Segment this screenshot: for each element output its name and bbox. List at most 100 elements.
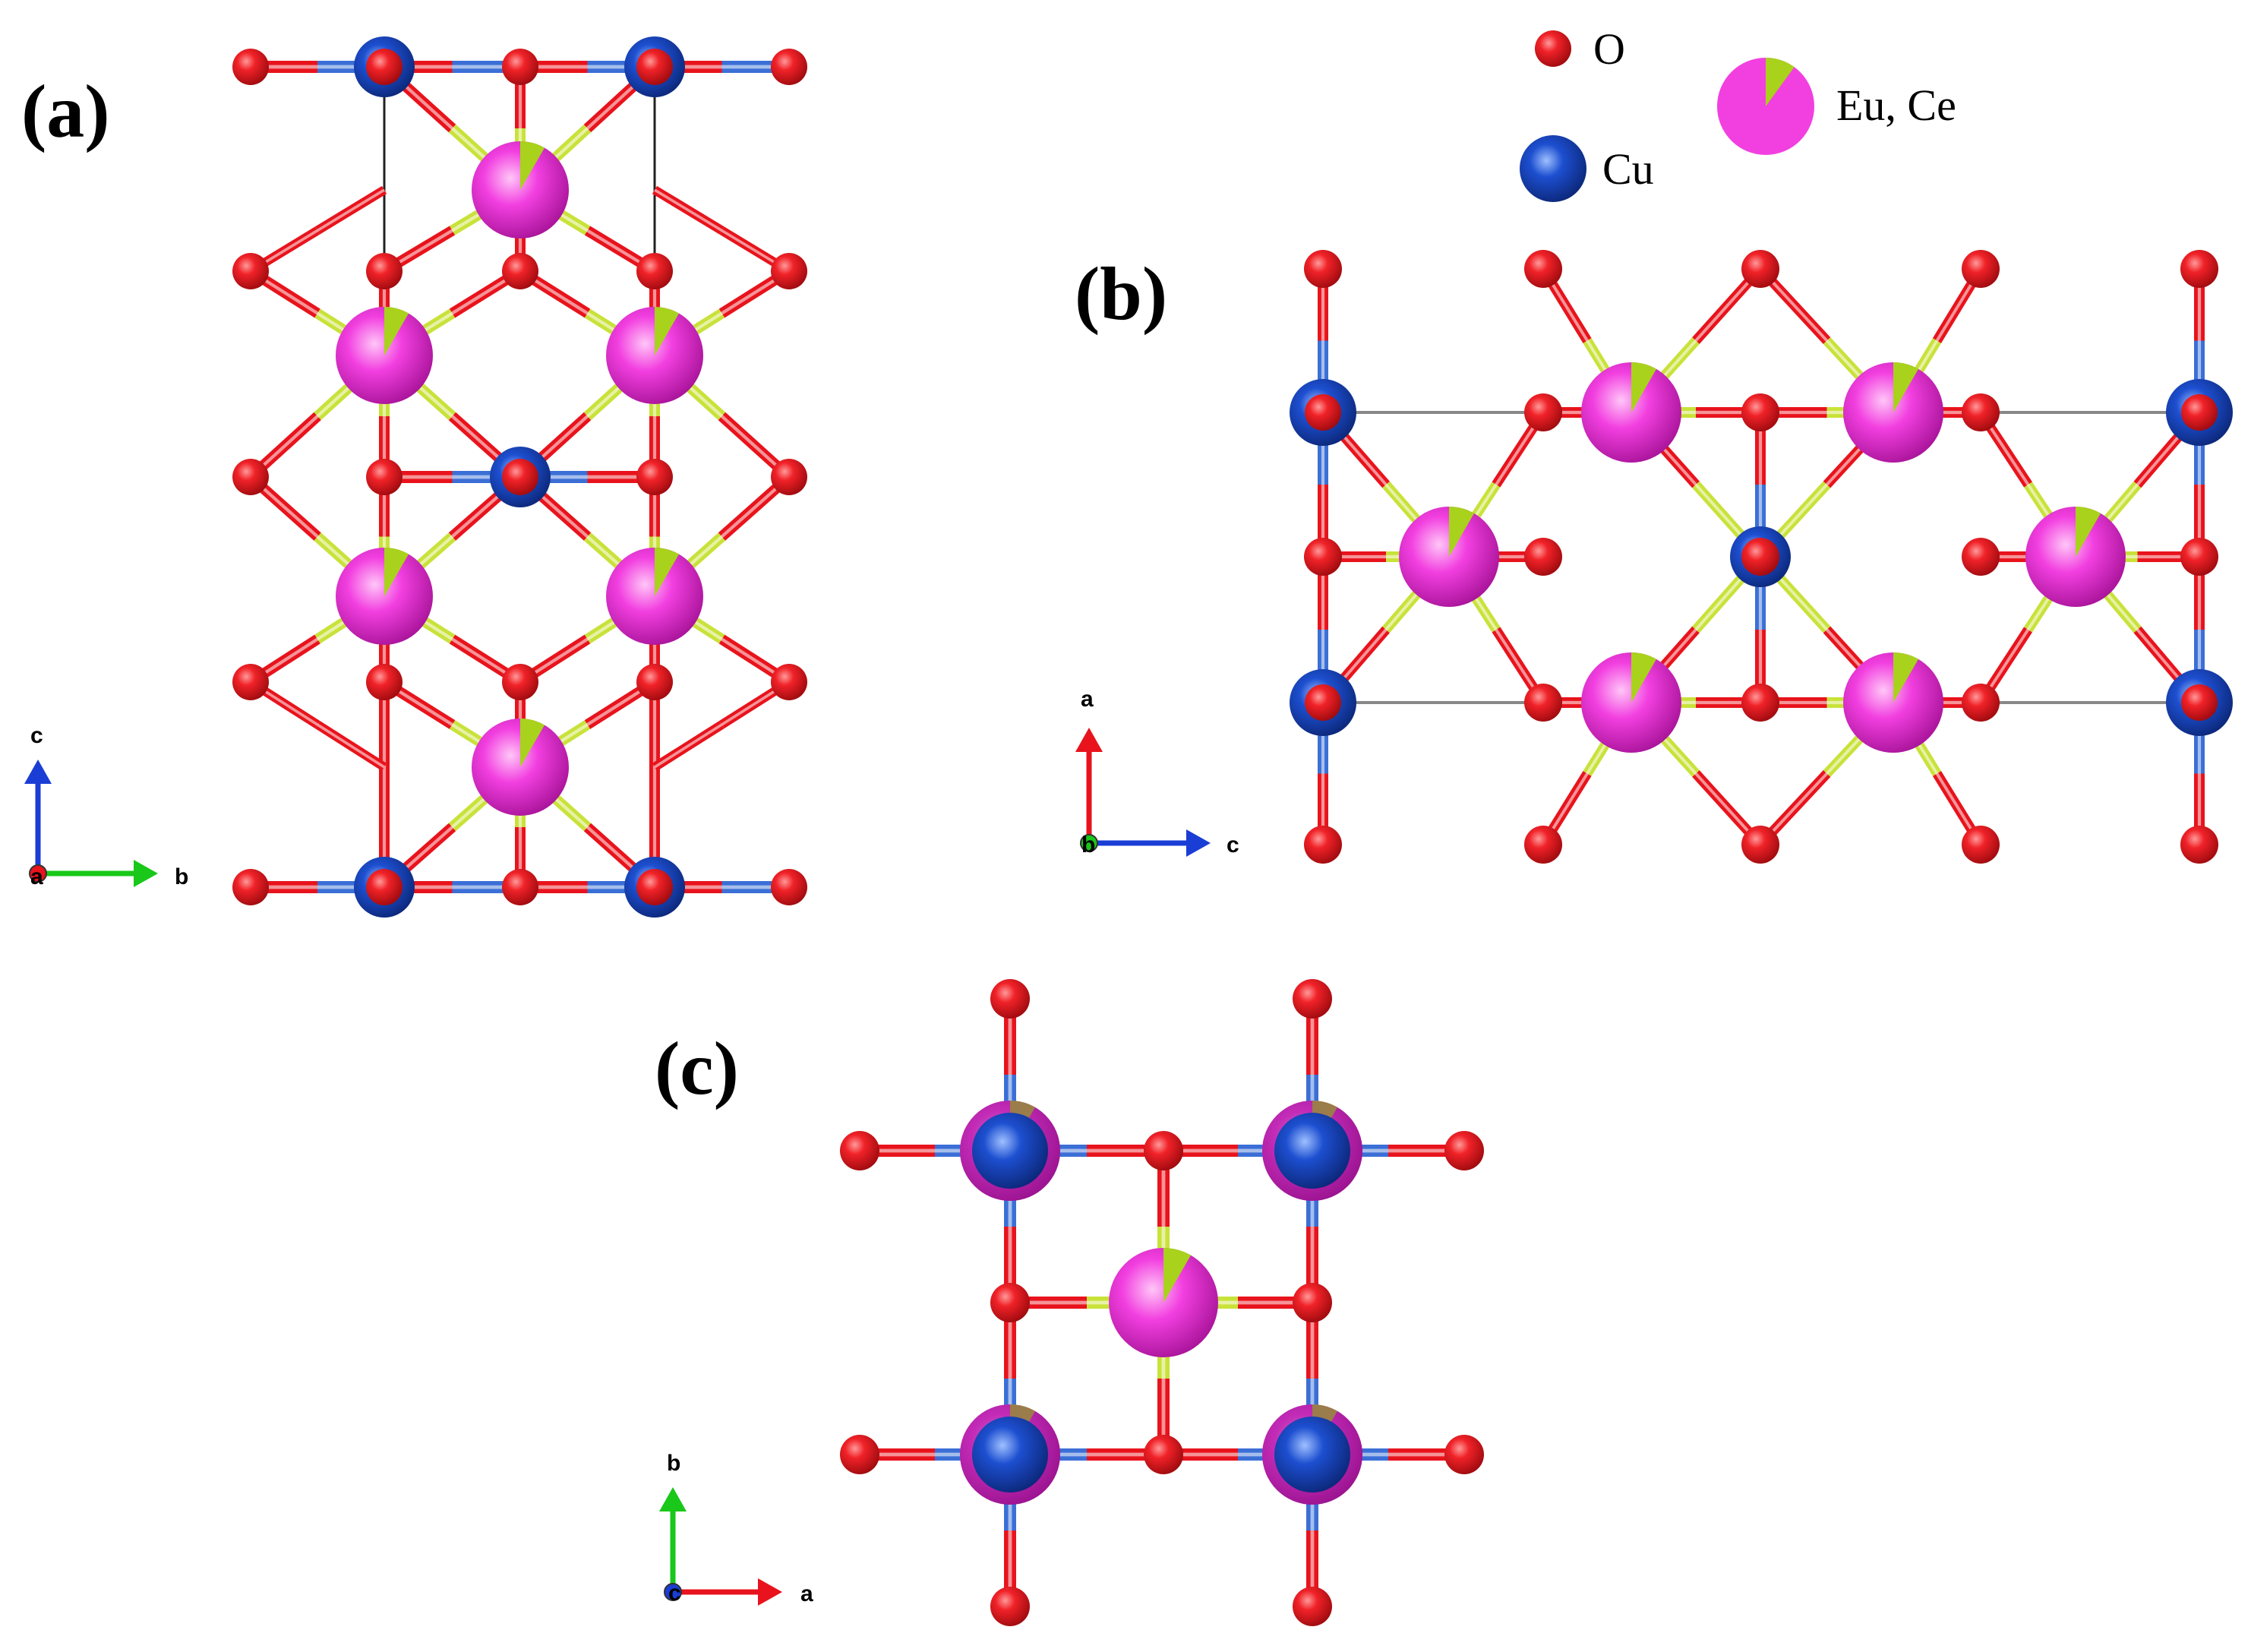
oxygen-atom-icon xyxy=(840,1131,879,1170)
oxygen-atom-icon xyxy=(771,459,807,495)
oxygen-atom-icon xyxy=(2181,394,2218,431)
axis-arrowhead xyxy=(1186,829,1211,857)
copper-atom-icon xyxy=(1274,1113,1350,1189)
legend-copper-icon xyxy=(1520,135,1586,202)
axis-arrow xyxy=(673,1578,782,1606)
legend-copper-label: Cu xyxy=(1602,144,1654,194)
rare-earth-atom-icon xyxy=(472,141,569,238)
oxygen-atom-icon xyxy=(636,459,673,495)
axis-a-origin-label: a xyxy=(30,864,43,889)
rare-earth-minor-wedge xyxy=(655,548,679,596)
rare-earth-minor-wedge xyxy=(384,307,409,355)
oxygen-atom-icon xyxy=(232,664,269,700)
oxygen-atom-icon xyxy=(232,869,269,905)
rare-earth-minor-wedge xyxy=(655,307,679,355)
rare-earth-atom-icon xyxy=(1109,1248,1218,1357)
rare-earth-atom-icon xyxy=(336,548,433,645)
oxygen-atom-icon xyxy=(502,49,538,85)
oxygen-atom-icon xyxy=(502,253,538,289)
rare-earth-minor-wedge xyxy=(1631,362,1656,412)
legend-rare-earth-label: Eu, Ce xyxy=(1836,81,1956,130)
oxygen-atom-icon xyxy=(1144,1131,1183,1170)
oxygen-atom-icon xyxy=(1293,1283,1332,1322)
bond xyxy=(652,678,792,772)
rare-earth-minor-wedge xyxy=(520,719,545,767)
rare-earth-atom-icon xyxy=(1843,652,1943,753)
oxygen-atom-icon xyxy=(1304,826,1342,864)
oxygen-atom-icon xyxy=(232,459,269,495)
oxygen-atom-icon xyxy=(1304,250,1342,288)
rare-earth-minor-wedge xyxy=(1449,507,1474,557)
oxygen-atom-icon xyxy=(771,49,807,85)
axis-arrowhead xyxy=(758,1578,782,1606)
oxygen-atom-icon xyxy=(2181,684,2218,721)
oxygen-atom-icon xyxy=(2180,250,2218,288)
rare-earth-atom-icon xyxy=(1399,507,1499,607)
copper-atom-icon xyxy=(1274,1417,1350,1492)
oxygen-atom-icon xyxy=(771,869,807,905)
axis-origin-dot xyxy=(664,1583,682,1601)
oxygen-atom-icon xyxy=(232,253,269,289)
oxygen-atom-icon xyxy=(366,459,403,495)
oxygen-atom-icon xyxy=(1304,538,1342,576)
oxygen-atom-icon xyxy=(771,664,807,700)
legend-oxygen-label: O xyxy=(1593,24,1625,74)
rare-earth-minor-wedge xyxy=(1163,1248,1191,1303)
oxygen-atom-icon xyxy=(366,253,403,289)
oxygen-atom-icon xyxy=(1524,684,1562,722)
rare-earth-minor-wedge xyxy=(1893,652,1918,703)
rare-earth-atom-icon xyxy=(606,307,703,404)
oxygen-atom-icon xyxy=(1444,1435,1484,1474)
axis-arrowhead xyxy=(24,760,52,784)
panel-c-label: (c) xyxy=(655,1026,739,1110)
rare-earth-atom-icon xyxy=(2025,507,2126,607)
rare-earth-minor-wedge xyxy=(1631,652,1656,703)
oxygen-atom-icon xyxy=(1524,538,1562,576)
panel-b-label: (b) xyxy=(1075,251,1167,336)
panel-a-label: (a) xyxy=(21,69,110,153)
axis-arrow xyxy=(1075,728,1103,843)
copper-atom-icon xyxy=(972,1113,1048,1189)
oxygen-atom-icon xyxy=(1144,1435,1183,1474)
copper-atom-icon xyxy=(972,1417,1048,1492)
legend-rare-earth-icon xyxy=(1717,58,1814,155)
axis-a-vertical-label: c xyxy=(30,723,43,748)
rare-earth-atom-icon xyxy=(336,307,433,404)
bond xyxy=(248,185,387,276)
axis-origin-dot xyxy=(1080,834,1098,852)
oxygen-atom-icon xyxy=(366,869,403,905)
bond-highlight xyxy=(250,681,385,769)
rare-earth-minor-wedge xyxy=(2076,507,2101,557)
axis-c-origin-label: c xyxy=(668,1581,681,1606)
oxygen-atom-icon xyxy=(636,49,673,85)
oxygen-atom-icon xyxy=(1741,250,1779,288)
rare-earth-minor-wedge xyxy=(384,548,409,596)
oxygen-atom-icon xyxy=(1962,826,2000,864)
axis-arrow xyxy=(659,1487,687,1592)
oxygen-atom-icon xyxy=(1524,250,1562,288)
oxygen-atom-icon xyxy=(1741,538,1779,576)
axis-arrow xyxy=(1089,829,1211,857)
oxygen-atom-icon xyxy=(366,664,403,700)
oxygen-atom-icon xyxy=(1962,684,2000,722)
bond-highlight xyxy=(250,188,385,273)
axis-b-vertical-label: a xyxy=(1081,687,1094,712)
axis-arrowhead xyxy=(659,1487,687,1511)
oxygen-atom-icon xyxy=(990,1587,1030,1626)
bond-highlight xyxy=(654,681,790,769)
rare-earth-atom-icon xyxy=(606,548,703,645)
oxygen-atom-icon xyxy=(502,459,538,495)
oxygen-atom-icon xyxy=(1741,684,1779,722)
legend-rare-earth-minor-wedge xyxy=(1766,58,1795,106)
oxygen-atom-icon xyxy=(1962,393,2000,431)
oxygen-atom-icon xyxy=(636,869,673,905)
rare-earth-atom-icon xyxy=(1581,362,1681,463)
oxygen-atom-icon xyxy=(990,1283,1030,1322)
axis-b-origin-label: b xyxy=(1081,832,1095,858)
rare-earth-minor-wedge xyxy=(1893,362,1918,412)
bonds-layer xyxy=(247,61,2205,1606)
axis-arrowhead xyxy=(134,860,158,887)
oxygen-atom-icon xyxy=(990,979,1030,1019)
oxygen-atom-icon xyxy=(1524,826,1562,864)
